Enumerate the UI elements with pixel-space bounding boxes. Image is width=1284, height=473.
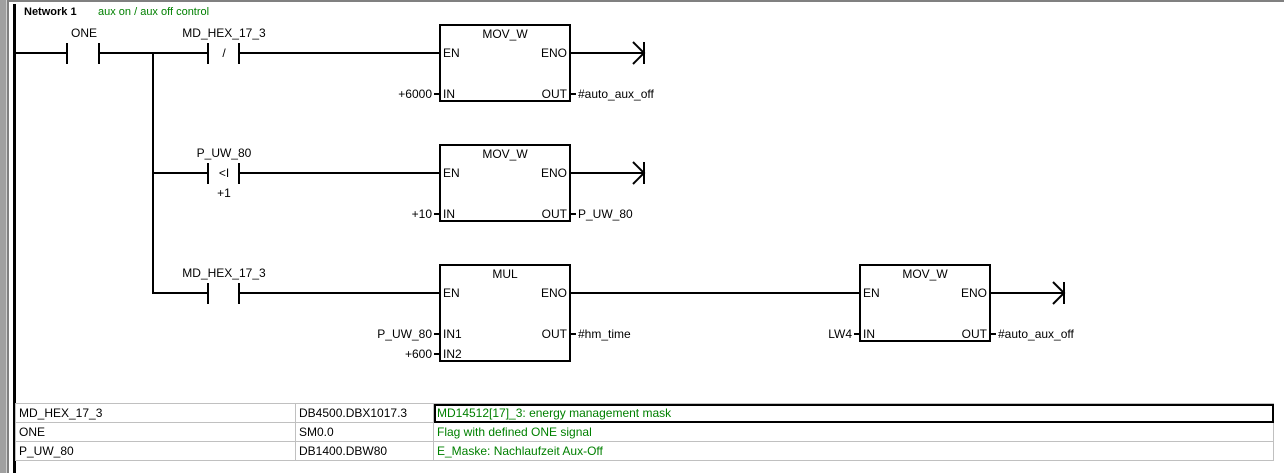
pin-en: EN <box>863 286 880 300</box>
comment-cell[interactable]: MD14512[17]_3: energy management mask <box>433 403 1274 423</box>
contact-glyph: <I <box>219 166 229 180</box>
out-operand[interactable]: #hm_time <box>578 327 631 341</box>
contact-label: MD_HEX_17_3 <box>182 26 266 40</box>
out-operand[interactable]: #auto_aux_off <box>998 327 1075 341</box>
box-title: MUL <box>492 267 518 281</box>
pin-eno: ENO <box>541 286 567 300</box>
window-frame-edge <box>7 0 9 473</box>
address-cell[interactable]: DB4500.DBX1017.3 <box>295 403 434 423</box>
comment-cell[interactable]: E_Maske: Nachlaufzeit Aux-Off <box>433 441 1274 461</box>
in-operand[interactable]: +6000 <box>398 87 432 101</box>
contact-md-hex-nc[interactable]: MD_HEX_17_3 / <box>182 26 266 64</box>
pin-en: EN <box>443 286 460 300</box>
window-frame-top <box>0 0 1284 2</box>
ladder-diagram: ONE MD_HEX_17_3 / P_UW_80 <I +1 MD_HEX_1… <box>15 24 1075 362</box>
comment-cell[interactable]: Flag with defined ONE signal <box>433 422 1274 442</box>
pin-in2: IN2 <box>443 347 462 361</box>
symbol-table: MD_HEX_17_3 DB4500.DBX1017.3 MD14512[17]… <box>15 403 1274 461</box>
power-rail <box>13 4 16 473</box>
contact-label: ONE <box>71 26 97 40</box>
symbol-cell[interactable]: ONE <box>15 422 296 442</box>
pin-in: IN <box>863 327 875 341</box>
pin-in1: IN1 <box>443 327 462 341</box>
eno-arrow-icon <box>1052 281 1066 305</box>
address-cell[interactable]: DB1400.DBW80 <box>295 441 434 461</box>
pin-out: OUT <box>542 87 568 101</box>
contact-md-hex-no[interactable]: MD_HEX_17_3 <box>182 266 266 304</box>
box-mov-w-2[interactable]: MOV_W EN ENO IN OUT +10 P_UW_80 <box>412 144 633 222</box>
pin-en: EN <box>443 46 460 60</box>
contact-label: MD_HEX_17_3 <box>182 266 266 280</box>
eno-arrow-icon <box>632 161 646 185</box>
box-title: MOV_W <box>482 147 528 161</box>
pin-en: EN <box>443 166 460 180</box>
eno-arrow-icon <box>632 41 646 65</box>
box-title: MOV_W <box>482 27 528 41</box>
table-row[interactable]: P_UW_80 DB1400.DBW80 E_Maske: Nachlaufze… <box>15 441 1274 461</box>
pin-out: OUT <box>962 327 988 341</box>
box-mov-w-3[interactable]: MOV_W EN ENO IN OUT LW4 #auto_aux_off <box>828 264 1075 342</box>
box-mul[interactable]: MUL EN ENO IN1 IN2 OUT P_UW_80 +600 #hm_… <box>377 264 631 362</box>
network-comment[interactable]: aux on / aux off control <box>98 6 210 18</box>
pin-in: IN <box>443 87 455 101</box>
contact-label: P_UW_80 <box>197 146 252 160</box>
in1-operand[interactable]: P_UW_80 <box>377 327 432 341</box>
symbol-cell[interactable]: MD_HEX_17_3 <box>15 403 296 423</box>
contact-glyph: / <box>222 46 226 60</box>
pin-eno: ENO <box>541 46 567 60</box>
table-row[interactable]: MD_HEX_17_3 DB4500.DBX1017.3 MD14512[17]… <box>15 403 1274 423</box>
table-row[interactable]: ONE SM0.0 Flag with defined ONE signal <box>15 422 1274 442</box>
pin-eno: ENO <box>541 166 567 180</box>
address-cell[interactable]: SM0.0 <box>295 422 434 442</box>
contact-operand: +1 <box>217 186 231 200</box>
pin-eno: ENO <box>961 286 987 300</box>
in-operand[interactable]: LW4 <box>828 327 852 341</box>
in2-operand[interactable]: +600 <box>405 347 432 361</box>
contact-compare[interactable]: P_UW_80 <I +1 <box>197 146 252 200</box>
pin-out: OUT <box>542 327 568 341</box>
window-frame-left <box>0 0 7 473</box>
box-mov-w-1[interactable]: MOV_W EN ENO IN OUT +6000 #auto_aux_off <box>398 24 655 102</box>
in-operand[interactable]: +10 <box>412 207 433 221</box>
box-title: MOV_W <box>902 267 948 281</box>
out-operand[interactable]: #auto_aux_off <box>578 87 655 101</box>
symbol-cell[interactable]: P_UW_80 <box>15 441 296 461</box>
out-operand[interactable]: P_UW_80 <box>578 207 633 221</box>
pin-in: IN <box>443 207 455 221</box>
contact-one[interactable]: ONE <box>66 26 100 64</box>
pin-out: OUT <box>542 207 568 221</box>
network-title[interactable]: Network 1 <box>24 6 77 18</box>
